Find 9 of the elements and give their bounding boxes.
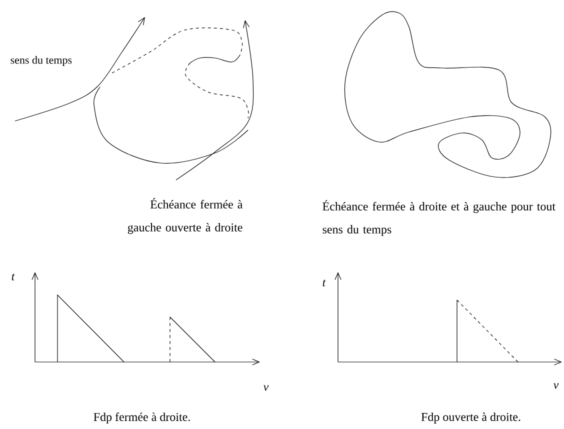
axis-label: t (12, 274, 15, 280)
axis-label: v (554, 383, 559, 389)
caption: Échéance fermée à droite et à gauche pour tout sens du temps (322, 200, 556, 236)
axis-label: t (322, 280, 326, 286)
caption: Échéance fermée à gauche ouverte à droite (128, 198, 243, 234)
axis-label: v (264, 385, 269, 391)
side-label: sens du temps (10, 56, 72, 66)
caption: Fdp ouverte à droite. (421, 412, 520, 424)
caption: Fdp fermée à droite. (94, 412, 190, 424)
